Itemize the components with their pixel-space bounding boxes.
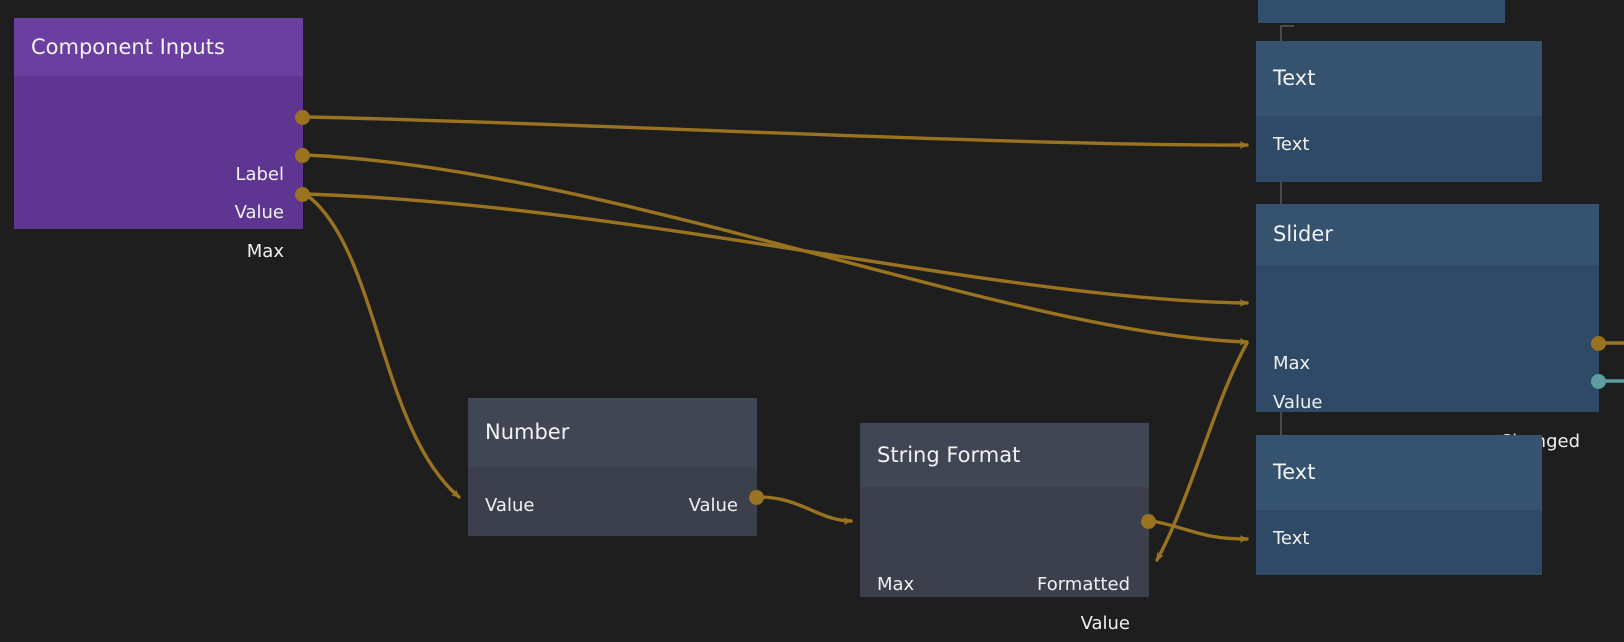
port-row-value[interactable]: Value: [14, 202, 303, 224]
port-label-max: Max: [246, 241, 284, 262]
port-row-slider-value[interactable]: Value: [1256, 392, 1599, 414]
port-row-number-value-out[interactable]: Value: [468, 495, 757, 517]
wire-max-to-slider-max: [304, 192, 1249, 307]
output-port-slider-changed[interactable]: [1591, 374, 1606, 389]
node-string-format[interactable]: String Format Max Formatted Value: [860, 423, 1156, 633]
port-label-text-bottom-in: Text: [1273, 528, 1310, 549]
port-label-sf-formatted: Formatted: [1037, 574, 1130, 595]
output-port-slider-value[interactable]: [1591, 336, 1606, 351]
wire-value-to-slider-value: [304, 153, 1249, 346]
port-label-value: Value: [234, 202, 284, 223]
node-title-slider: Slider: [1256, 204, 1599, 265]
wire-slider-value-to-stringformat-value: [1155, 341, 1249, 562]
node-title-component-inputs: Component Inputs: [14, 18, 303, 76]
node-title-string-format: String Format: [860, 423, 1149, 487]
node-number[interactable]: Number Value Value: [468, 398, 764, 536]
node-body-component-inputs: Label Value Max: [14, 76, 303, 261]
node-body-text-bottom: Text: [1256, 510, 1542, 575]
port-label-sf-max: Max: [877, 574, 915, 595]
output-port-number-value[interactable]: [749, 490, 764, 505]
output-port-value[interactable]: [295, 148, 310, 163]
port-label-slider-max: Max: [1273, 353, 1311, 374]
node-body-string-format: Max Formatted Value: [860, 487, 1149, 633]
port-label-sf-value: Value: [1080, 613, 1130, 634]
node-title-text-top: Text: [1256, 41, 1542, 116]
output-port-sf-formatted[interactable]: [1141, 514, 1156, 529]
node-text-bottom[interactable]: Text Text: [1256, 435, 1542, 575]
node-body-slider: Max Value Changed: [1256, 265, 1599, 451]
output-port-max[interactable]: [295, 187, 310, 202]
port-row-text-top-in[interactable]: Text: [1256, 134, 1542, 156]
port-label-number-value-out: Value: [688, 495, 738, 516]
node-title-number: Number: [468, 398, 757, 467]
node-body-number: Value Value: [468, 467, 757, 536]
output-port-label[interactable]: [295, 110, 310, 125]
port-row-label[interactable]: Label: [14, 164, 303, 186]
port-row-sf-formatted[interactable]: Formatted: [860, 574, 1149, 596]
node-component-inputs[interactable]: Component Inputs Label Value Max: [14, 18, 310, 261]
port-row-sf-value[interactable]: Value: [860, 613, 1149, 635]
port-row-slider-max[interactable]: Max: [1256, 353, 1599, 375]
wire-max-to-number-value: [306, 194, 461, 499]
node-slider[interactable]: Slider Max Value Changed: [1256, 204, 1606, 451]
port-row-text-bottom-in[interactable]: Text: [1256, 528, 1542, 550]
node-body-text-top: Text: [1256, 116, 1542, 182]
node-title-text-bottom: Text: [1256, 435, 1542, 510]
port-row-number-value-in[interactable]: Value: [468, 495, 757, 517]
wire-formatted-to-text-bottom: [1150, 519, 1249, 543]
port-row-sf-max[interactable]: Max: [860, 574, 1149, 596]
wire-number-value-to-stringformat-max: [758, 495, 853, 525]
port-row-max[interactable]: Max: [14, 241, 303, 263]
port-label-text-top-in: Text: [1273, 134, 1310, 155]
port-label-slider-value: Value: [1273, 392, 1323, 413]
group-bracket-tick-top: [1280, 25, 1294, 27]
wire-label-to-text-top: [304, 115, 1249, 149]
port-label-number-value-in: Value: [485, 495, 535, 516]
partial-node-offscreen[interactable]: [1258, 0, 1505, 23]
port-label-label: Label: [235, 164, 284, 185]
node-text-top[interactable]: Text Text: [1256, 41, 1542, 182]
